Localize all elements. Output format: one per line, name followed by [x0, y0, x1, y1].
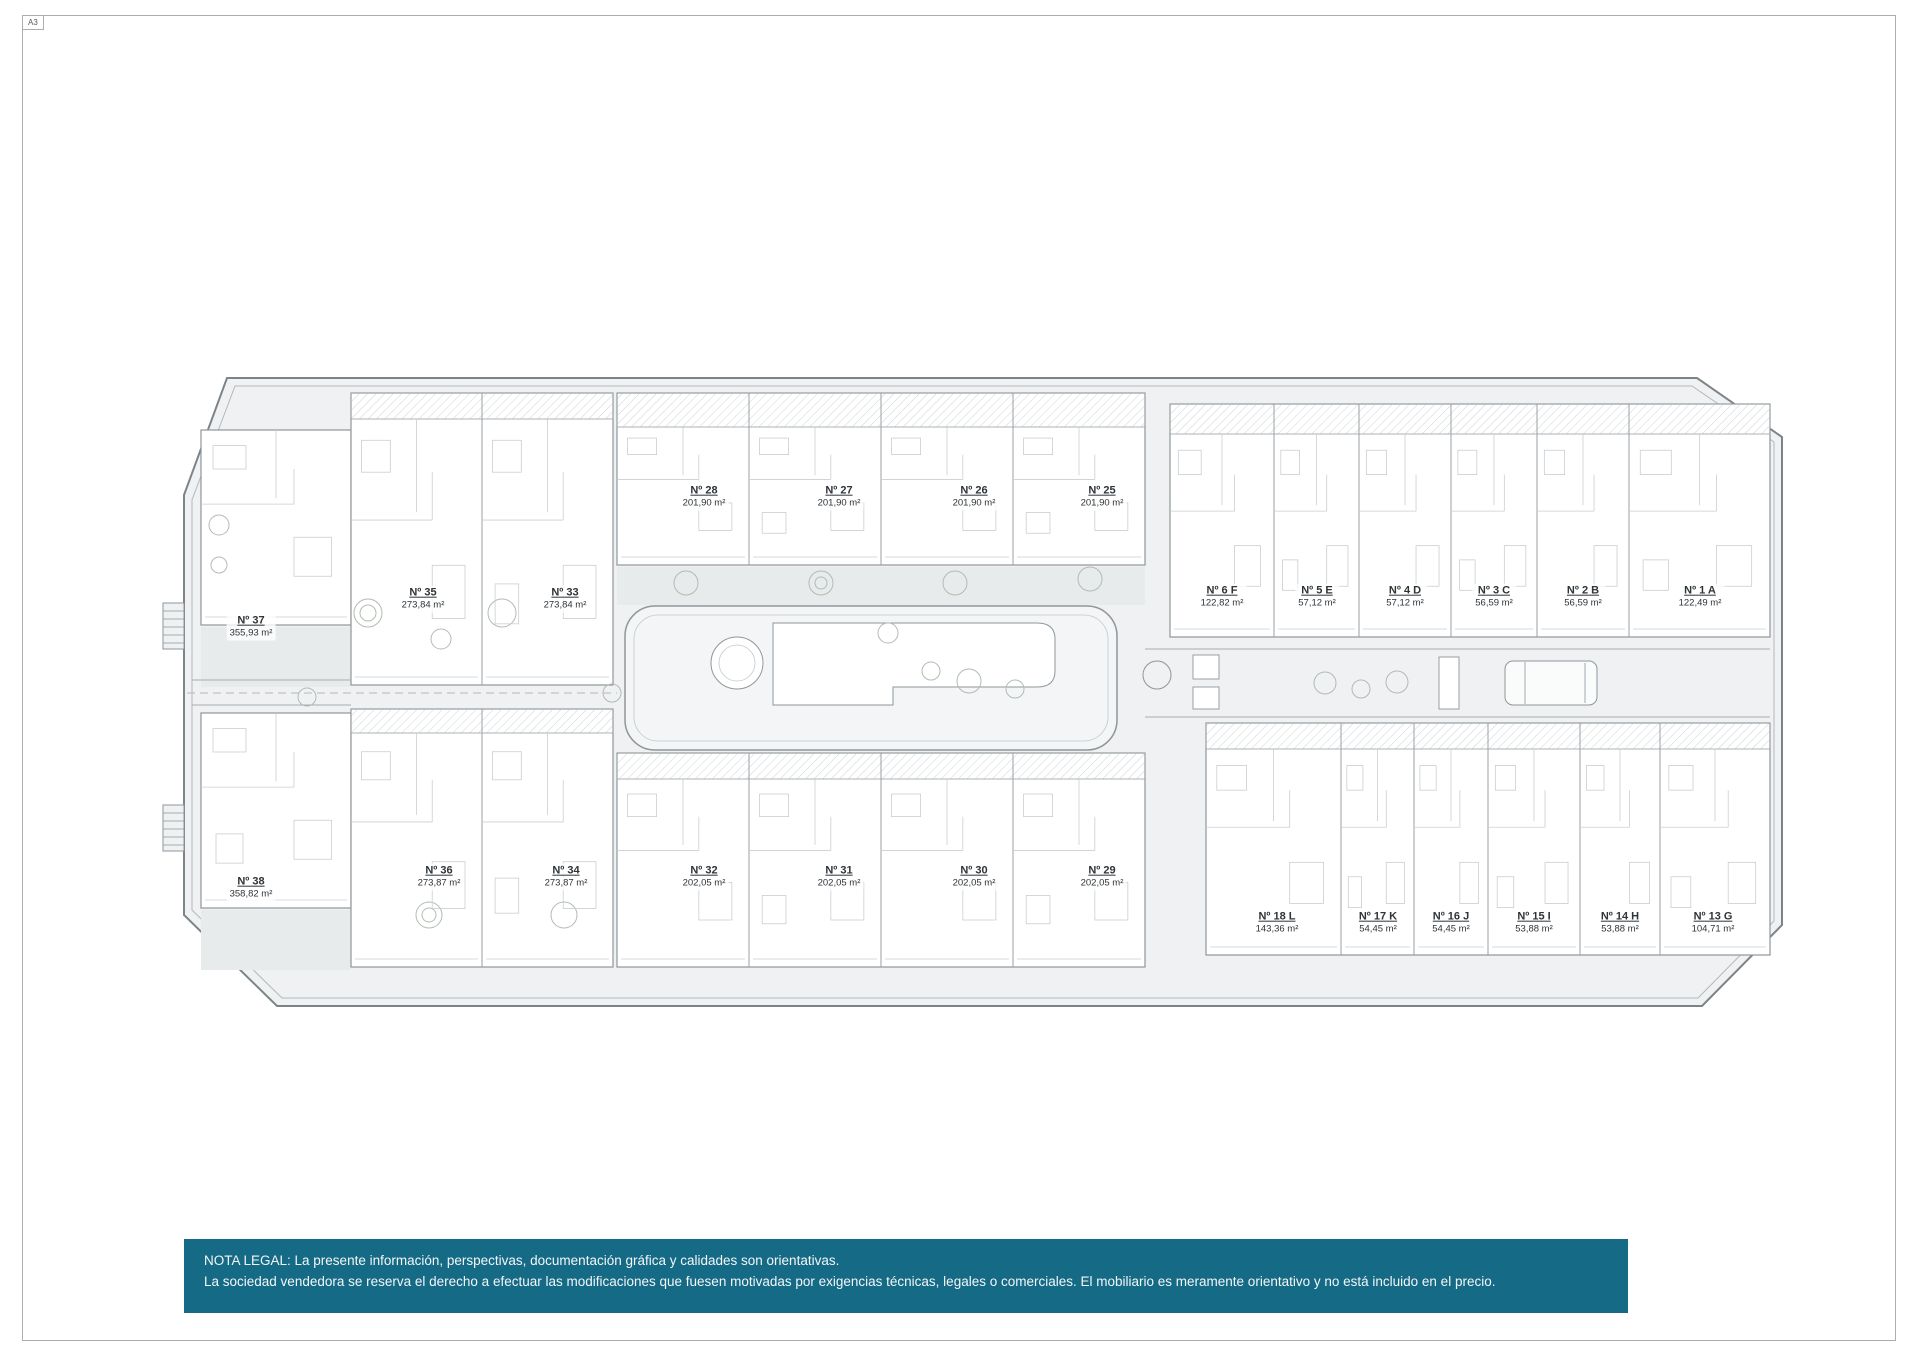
garden-areas: [201, 567, 1145, 970]
unit-number: Nº 35: [409, 586, 437, 599]
site-plan: Nº 37 355,93 m² Nº 38 358,82 m² Nº 35 27…: [157, 375, 1785, 1009]
unit-number: Nº 28: [690, 484, 718, 497]
unit-number: Nº 34: [552, 864, 580, 877]
pool-water: [772, 622, 1056, 706]
roads: [187, 648, 1770, 718]
unit-number: Nº 14 H: [1600, 910, 1640, 923]
unit-label: Nº 15 I 53,88 m²: [1512, 909, 1556, 937]
unit-area: 201,90 m²: [1080, 497, 1124, 509]
unit-label: Nº 35 273,84 m²: [398, 585, 448, 613]
unit-area: 273,84 m²: [401, 599, 445, 611]
unit-number: Nº 16 J: [1432, 910, 1470, 923]
unit-label: Nº 5 E 57,12 m²: [1295, 583, 1339, 611]
unit-label: Nº 26 201,90 m²: [949, 483, 999, 511]
unit-label: Nº 16 J 54,45 m²: [1429, 909, 1473, 937]
unit-number: Nº 27: [825, 484, 853, 497]
legal-note-banner: NOTA LEGAL: La presente información, per…: [184, 1239, 1628, 1313]
unit-label: Nº 38 358,82 m²: [226, 874, 276, 902]
trees: [208, 514, 1409, 929]
unit-number: Nº 37: [237, 614, 265, 627]
unit-label: Nº 32 202,05 m²: [679, 863, 729, 891]
unit-label: Nº 36 273,87 m²: [414, 863, 464, 891]
unit-area: 273,84 m²: [543, 599, 587, 611]
unit-label: Nº 37 355,93 m²: [226, 613, 276, 641]
unit-number: Nº 31: [825, 864, 853, 877]
unit-area: 355,93 m²: [229, 627, 273, 639]
unit-area: 57,12 m²: [1298, 597, 1336, 609]
unit-label: Nº 4 D 57,12 m²: [1383, 583, 1427, 611]
unit-number: Nº 32: [690, 864, 718, 877]
unit-area: 273,87 m²: [417, 877, 461, 889]
unit-area: 104,71 m²: [1691, 923, 1735, 935]
unit-label: Nº 28 201,90 m²: [679, 483, 729, 511]
legal-note-line1: NOTA LEGAL: La presente información, per…: [204, 1253, 840, 1268]
unit-label: Nº 30 202,05 m²: [949, 863, 999, 891]
unit-label: Nº 1 A 122,49 m²: [1675, 583, 1725, 611]
roundabout: [1142, 660, 1172, 690]
floorplan-detail-lines: [201, 419, 1766, 960]
unit-area: 53,88 m²: [1515, 923, 1553, 935]
unit-label: Nº 6 F 122,82 m²: [1197, 583, 1247, 611]
unit-area: 201,90 m²: [817, 497, 861, 509]
unit-area: 202,05 m²: [682, 877, 726, 889]
unit-label: Nº 18 L 143,36 m²: [1252, 909, 1302, 937]
unit-area: 56,59 m²: [1475, 597, 1513, 609]
unit-label: Nº 14 H 53,88 m²: [1597, 909, 1643, 937]
unit-number: Nº 13 G: [1693, 910, 1733, 923]
unit-area: 122,49 m²: [1678, 597, 1722, 609]
unit-area: 273,87 m²: [544, 877, 588, 889]
unit-area: 122,82 m²: [1200, 597, 1244, 609]
unit-number: Nº 17 K: [1358, 910, 1398, 923]
unit-label: Nº 34 273,87 m²: [541, 863, 591, 891]
unit-number: Nº 6 F: [1206, 584, 1238, 597]
unit-number: Nº 25: [1088, 484, 1116, 497]
unit-area: 57,12 m²: [1386, 597, 1424, 609]
unit-number: Nº 38: [237, 875, 265, 888]
unit-area: 56,59 m²: [1564, 597, 1602, 609]
unit-number: Nº 1 A: [1684, 584, 1716, 597]
unit-number: Nº 4 D: [1388, 584, 1422, 597]
unit-label: Nº 33 273,84 m²: [540, 585, 590, 613]
sheet-border-frame: [22, 15, 1896, 1341]
unit-number: Nº 2 B: [1566, 584, 1600, 597]
unit-label: Nº 31 202,05 m²: [814, 863, 864, 891]
legal-note-line2: La sociedad vendedora se reserva el dere…: [204, 1273, 1496, 1289]
unit-area: 143,36 m²: [1255, 923, 1299, 935]
unit-label: Nº 29 202,05 m²: [1077, 863, 1127, 891]
unit-number: Nº 26: [960, 484, 988, 497]
unit-number: Nº 3 C: [1477, 584, 1511, 597]
unit-area: 358,82 m²: [229, 888, 273, 900]
unit-area: 201,90 m²: [682, 497, 726, 509]
unit-label: Nº 2 B 56,59 m²: [1561, 583, 1605, 611]
unit-dividers: [481, 393, 1661, 967]
site-plan-drawing: [162, 377, 1783, 1007]
unit-label: Nº 17 K 54,45 m²: [1355, 909, 1401, 937]
unit-area: 54,45 m²: [1432, 923, 1470, 935]
unit-area: 202,05 m²: [952, 877, 996, 889]
vehicle-drawing: [1504, 660, 1598, 706]
road-furniture: [1192, 654, 1460, 710]
pool-courtyard: [624, 605, 1118, 751]
unit-area: 202,05 m²: [817, 877, 861, 889]
sheet-size-label: A3: [22, 15, 44, 30]
unit-area: 53,88 m²: [1601, 923, 1639, 935]
stairs-left: [162, 602, 185, 852]
unit-area: 54,45 m²: [1359, 923, 1397, 935]
unit-area: 202,05 m²: [1080, 877, 1124, 889]
unit-number: Nº 33: [551, 586, 579, 599]
unit-number: Nº 18 L: [1258, 910, 1296, 923]
unit-label: Nº 25 201,90 m²: [1077, 483, 1127, 511]
unit-number: Nº 36: [425, 864, 453, 877]
unit-number: Nº 30: [960, 864, 988, 877]
unit-number: Nº 29: [1088, 864, 1116, 877]
unit-label: Nº 13 G 104,71 m²: [1688, 909, 1738, 937]
unit-number: Nº 5 E: [1301, 584, 1333, 597]
unit-label: Nº 3 C 56,59 m²: [1472, 583, 1516, 611]
unit-area: 201,90 m²: [952, 497, 996, 509]
unit-number: Nº 15 I: [1517, 910, 1551, 923]
unit-label: Nº 27 201,90 m²: [814, 483, 864, 511]
